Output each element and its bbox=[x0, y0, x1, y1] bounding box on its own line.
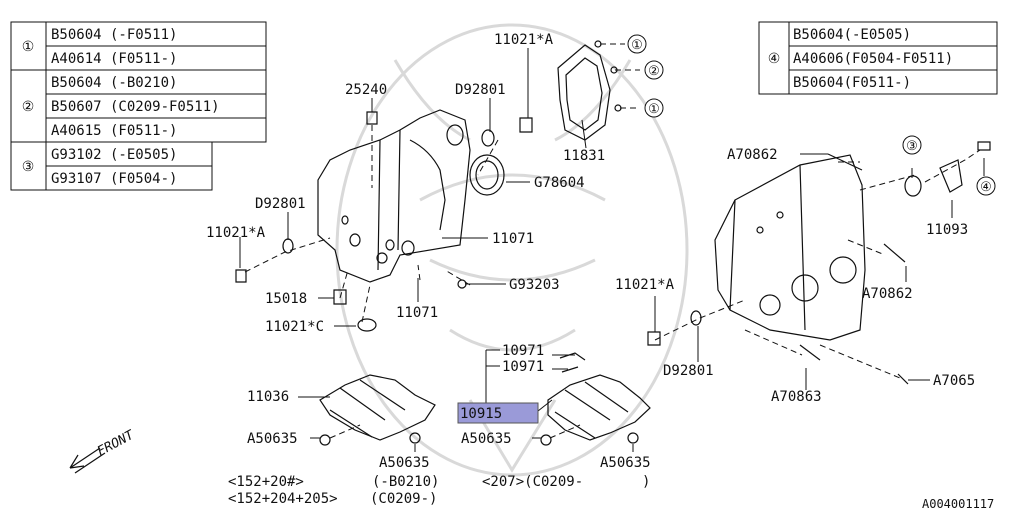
marker-1-icon: ① bbox=[648, 102, 660, 117]
baffle-left bbox=[319, 374, 436, 441]
callout-a50635[interactable]: A50635 bbox=[461, 431, 512, 447]
front-arrow: FRONT bbox=[69, 427, 138, 474]
bracket bbox=[904, 159, 963, 197]
legend-row: A40615 (F0511-) bbox=[51, 123, 177, 139]
legend-left: ① B50604 (-F0511) A40614 (F0511-) ② B506… bbox=[10, 21, 267, 191]
callout-25240[interactable]: 25240 bbox=[345, 82, 387, 98]
legend-row: A40606(F0504-F0511) bbox=[793, 51, 953, 67]
legend-row: G93107 (F0504-) bbox=[51, 171, 177, 187]
callout-11036[interactable]: 11036 bbox=[247, 389, 289, 405]
callout-11021a[interactable]: 11021*A bbox=[206, 225, 266, 241]
legend-row: B50604(-E0505) bbox=[793, 27, 911, 43]
callouts: 11021*A 25240 D92801 11831 G78604 D92801… bbox=[206, 32, 975, 471]
callout-10971[interactable]: 10971 bbox=[502, 359, 544, 375]
callout-11831[interactable]: 11831 bbox=[563, 148, 605, 164]
callout-d92801[interactable]: D92801 bbox=[663, 363, 714, 379]
callout-a50635[interactable]: A50635 bbox=[247, 431, 298, 447]
circle-markers: ① ② ① ③ ④ bbox=[627, 34, 996, 196]
callout-a7065[interactable]: A7065 bbox=[933, 373, 975, 389]
cylinder-block-left bbox=[317, 109, 471, 283]
callout-11021a[interactable]: 11021*A bbox=[494, 32, 554, 48]
callout-15018[interactable]: 15018 bbox=[265, 291, 307, 307]
legend-right: ④ B50604(-E0505) A40606(F0504-F0511) B50… bbox=[758, 21, 998, 95]
marker-2-icon: ② bbox=[648, 64, 660, 79]
legend-row: B50604(F0511-) bbox=[793, 75, 911, 91]
legend-row: B50607 (C0209-F0511) bbox=[51, 99, 220, 115]
marker-1-icon: ① bbox=[631, 38, 643, 53]
callout-d92801[interactable]: D92801 bbox=[455, 82, 506, 98]
legend-row: A40614 (F0511-) bbox=[51, 51, 177, 67]
applicability-note: <152+20#> bbox=[228, 474, 304, 490]
footer-notes: <152+20#> <152+204+205> (-B0210) (C0209-… bbox=[228, 474, 994, 511]
baffle-right bbox=[547, 374, 651, 441]
legend-marker-2: ② bbox=[22, 99, 35, 115]
front-label: FRONT bbox=[95, 427, 138, 459]
cylinder-block-right bbox=[714, 154, 866, 341]
callout-g78604[interactable]: G78604 bbox=[534, 175, 585, 191]
legend-row: G93102 (-E0505) bbox=[51, 147, 177, 163]
diagram-id: A004001117 bbox=[922, 497, 994, 511]
marker-4-icon: ④ bbox=[980, 180, 992, 195]
callout-a50635[interactable]: A50635 bbox=[379, 455, 430, 471]
highlight-10915[interactable] bbox=[457, 402, 539, 424]
legend-marker-1: ① bbox=[22, 39, 35, 55]
applicability-note: ) bbox=[642, 474, 650, 490]
legend-marker-3: ③ bbox=[22, 159, 35, 175]
callout-11093[interactable]: 11093 bbox=[926, 222, 968, 238]
watermark-emblem bbox=[335, 23, 689, 477]
callout-11071[interactable]: 11071 bbox=[396, 305, 438, 321]
legend-row: B50604 (-B0210) bbox=[51, 75, 177, 91]
callout-g93203[interactable]: G93203 bbox=[509, 277, 560, 293]
legend-marker-4: ④ bbox=[768, 51, 781, 67]
callout-11021c[interactable]: 11021*C bbox=[265, 319, 324, 335]
applicability-note: (C0209-) bbox=[370, 491, 437, 507]
callout-a70862[interactable]: A70862 bbox=[727, 147, 778, 163]
callout-11071[interactable]: 11071 bbox=[492, 231, 534, 247]
callout-a70862[interactable]: A70862 bbox=[862, 286, 913, 302]
legend-row: B50604 (-F0511) bbox=[51, 27, 177, 43]
callout-11021a[interactable]: 11021*A bbox=[615, 277, 675, 293]
leader-lines bbox=[239, 48, 985, 452]
marker-3-icon: ③ bbox=[906, 139, 918, 154]
applicability-note: <152+204+205> bbox=[228, 491, 338, 507]
callout-10971[interactable]: 10971 bbox=[502, 343, 544, 359]
callout-a50635[interactable]: A50635 bbox=[600, 455, 651, 471]
fasteners bbox=[235, 111, 991, 446]
callout-a70863[interactable]: A70863 bbox=[771, 389, 822, 405]
applicability-note: <207>(C0209- bbox=[482, 474, 583, 490]
callout-10915[interactable]: 10915 bbox=[460, 406, 502, 422]
oil-seal bbox=[469, 154, 505, 196]
applicability-note: (-B0210) bbox=[372, 474, 439, 490]
callout-d92801[interactable]: D92801 bbox=[255, 196, 306, 212]
